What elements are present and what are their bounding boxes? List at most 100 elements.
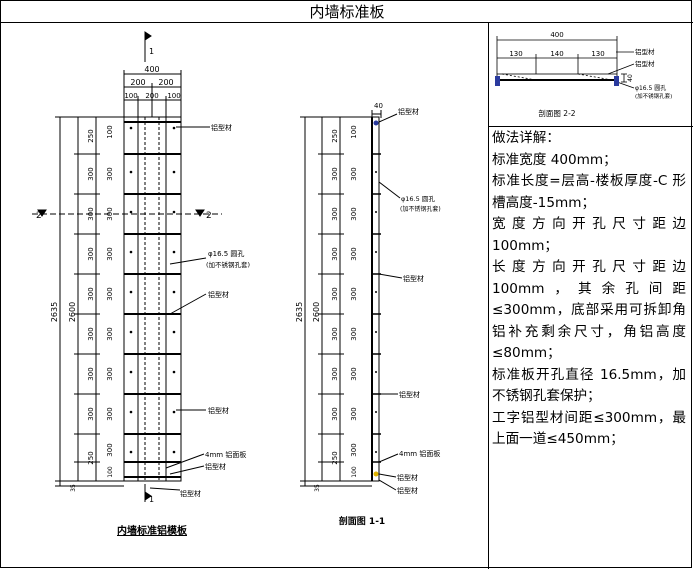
- section1-inner-seg-9: 300: [350, 443, 358, 456]
- front-inner-seg-5: 300: [106, 287, 114, 300]
- description-heading: 做法详解：: [492, 130, 560, 146]
- section2-label-profile1: 铝型材: [635, 47, 655, 56]
- section2-label-hole: φ16.5 圆孔: [635, 84, 666, 92]
- front-width-split-2: 200: [158, 78, 173, 87]
- section2-left-profile: [495, 76, 500, 86]
- section1-inner-seg-7: 300: [350, 367, 358, 380]
- front-width-detail-3: 100: [167, 92, 180, 100]
- section1-label-mid-profile: 铝型材: [403, 274, 424, 283]
- section2-dim-total: 400: [550, 31, 563, 39]
- section2-dim-1: 130: [509, 50, 522, 58]
- description-line-6: 工字铝型材间距≤300mm，最上面一道≤450mm；: [492, 409, 686, 448]
- section2-label-hole-note: (加不锈钢孔套): [635, 92, 672, 100]
- section2-dim-3: 130: [591, 50, 604, 58]
- section1-seg-4: 300: [331, 247, 339, 260]
- front-holes: [129, 126, 176, 454]
- section1-seg-5: 300: [331, 287, 339, 300]
- front-inner-seg-3: 300: [106, 207, 114, 220]
- section1-inner-seg-8: 300: [350, 407, 358, 420]
- front-seg-4: 300: [87, 247, 95, 260]
- section2-right-profile: [614, 76, 619, 86]
- section2-height: 40: [627, 74, 634, 82]
- description-line-1: 标准宽度 400mm；: [492, 151, 617, 168]
- front-section-2-right: 2: [206, 211, 212, 221]
- front-label-top-profile: 铝型材: [211, 123, 232, 132]
- front-label-sealing-plate: 4mm 铝面板: [205, 450, 246, 459]
- front-dim-panel: 2600: [68, 302, 77, 322]
- front-seg-7: 300: [87, 367, 95, 380]
- section1-inner-seg-2: 300: [350, 167, 358, 180]
- section1-dim-panel: 2600: [312, 302, 321, 322]
- front-seg-6: 300: [87, 327, 95, 340]
- front-inner-seg-4: 300: [106, 247, 114, 260]
- section1-seg-9: 250: [331, 451, 339, 464]
- section1-label-plate: 4mm 铝面板: [399, 449, 440, 458]
- front-inner-seg-10: 100: [107, 466, 114, 478]
- description-line-3: 宽度方向开孔尺寸距边100mm；: [492, 216, 686, 254]
- section-arrow-bottom: [144, 491, 152, 501]
- section1-seg-7: 300: [331, 367, 339, 380]
- section1-label-hole-note: (加不锈钢孔套): [400, 205, 441, 213]
- front-label-mid-profile: 铝型材: [208, 290, 229, 299]
- section-2-2-pane: 400 130 140 130 40 铝型材 铝型材 φ16.5 圆孔 (加不锈…: [488, 22, 692, 125]
- section-2-arrow-right: [195, 209, 205, 217]
- section1-inner-seg-4: 300: [350, 247, 358, 260]
- section1-label-lower-profile: 铝型材: [399, 390, 420, 399]
- front-seg-8: 300: [87, 407, 95, 420]
- section1-dim-total: 2635: [295, 302, 304, 322]
- section2-label-profile2: 铝型材: [635, 59, 655, 68]
- description-panel: 做法详解： 标准宽度 400mm； 标准长度=层高-楼板厚度-C 形槽高度-15…: [492, 128, 686, 451]
- front-width-detail-1: 100: [124, 92, 137, 100]
- front-section-2-left: 2: [36, 211, 42, 221]
- front-inner-seg-8: 300: [106, 407, 114, 420]
- front-seg-3: 300: [87, 207, 95, 220]
- front-inner-seg-9: 300: [106, 443, 114, 456]
- section-2-2-view: [496, 36, 635, 89]
- section1-top-dim: 40: [374, 102, 383, 110]
- front-label-base-profile: 铝型材: [180, 489, 201, 498]
- front-width-total: 400: [144, 65, 159, 74]
- column-divider: [488, 23, 489, 569]
- panel-drawings-svg: 1 400 200 200 100 200 100 2 2 1 2635 260…: [32, 31, 441, 537]
- front-dim-ticks: [74, 153, 100, 463]
- section1-label-bottom-profile: 铝型材: [397, 473, 418, 482]
- section1-inner-seg-6: 300: [350, 327, 358, 340]
- section1-label-base-profile: 铝型材: [397, 486, 418, 495]
- front-seg-1: 250: [87, 129, 95, 142]
- front-section-mark-top: 1: [149, 47, 154, 56]
- section-2-2-svg: 400 130 140 130 40 铝型材 铝型材 φ16.5 圆孔 (加不锈…: [495, 31, 672, 118]
- front-seg-9: 250: [87, 451, 95, 464]
- front-dim-bottom: 35: [70, 484, 77, 492]
- front-seg-2: 300: [87, 167, 95, 180]
- front-width-detail-2: 200: [145, 92, 158, 100]
- front-width-split-1: 200: [130, 78, 145, 87]
- front-seg-5: 300: [87, 287, 95, 300]
- front-ribs: [124, 121, 181, 478]
- section1-label-top-profile: 铝型材: [398, 107, 419, 116]
- section1-seg-1: 250: [331, 129, 339, 142]
- section1-inner-seg-10: 100: [351, 466, 358, 478]
- front-view: [32, 31, 222, 502]
- page-title: 内墙标准板: [1, 1, 693, 23]
- section1-inner-seg-1: 100: [350, 125, 358, 138]
- front-inner-seg-6: 300: [106, 327, 114, 340]
- section1-holes: [373, 120, 379, 477]
- section1-seg-6: 300: [331, 327, 339, 340]
- section-2-arrow-left: [37, 209, 47, 217]
- front-label-lower-profile: 铝型材: [208, 406, 229, 415]
- front-inner-seg-1: 100: [106, 125, 114, 138]
- section-2-2-text: 400 130 140 130 40 铝型材 铝型材 φ16.5 圆孔 (加不锈…: [509, 31, 672, 118]
- section1-seg-2: 300: [331, 167, 339, 180]
- section1-ribs: [372, 153, 381, 463]
- description-line-2: 标准长度=层高-楼板厚度-C 形槽高度-15mm；: [492, 173, 686, 211]
- section1-label-hole: φ16.5 圆孔: [401, 195, 435, 203]
- front-inner-seg-7: 300: [106, 367, 114, 380]
- section1-dim-ticks: [318, 153, 344, 463]
- drawings-pane: 1 400 200 200 100 200 100 2 2 1 2635 260…: [0, 22, 487, 568]
- section1-inner-seg-3: 300: [350, 207, 358, 220]
- section-1-1-text: 40 2635 2600 35 250 300 300 300 300 300 …: [295, 102, 441, 527]
- front-view-caption: 内墙标准铝模板: [117, 524, 188, 537]
- front-section-mark-bottom: 1: [149, 495, 154, 504]
- section1-dim-bottom: 35: [314, 484, 321, 492]
